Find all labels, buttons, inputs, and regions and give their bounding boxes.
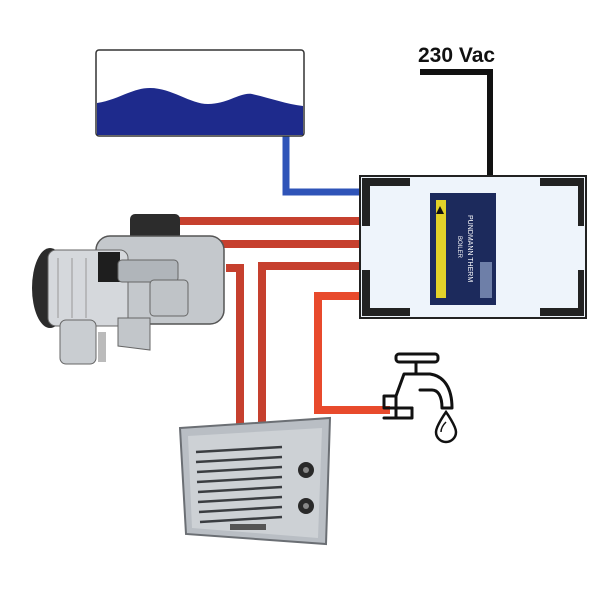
air-heater-icon <box>180 418 330 544</box>
diesel-heater-icon <box>32 214 224 364</box>
boiler-brand-text: PUNDMANN THERM <box>466 215 473 282</box>
power-cable <box>420 72 490 182</box>
boiler-sub-text: BOILER <box>456 236 462 259</box>
cold-water-pipe <box>286 134 366 192</box>
boiler-icon: PUNDMANN THERM BOILER <box>360 176 586 318</box>
water-drop-icon <box>436 412 456 442</box>
tap-icon <box>384 354 452 418</box>
power-voltage-label: 230 Vac <box>418 44 495 68</box>
water-drop-highlight <box>441 422 446 432</box>
hot-pipe-4 <box>226 268 240 432</box>
water-tank-icon <box>96 50 304 136</box>
